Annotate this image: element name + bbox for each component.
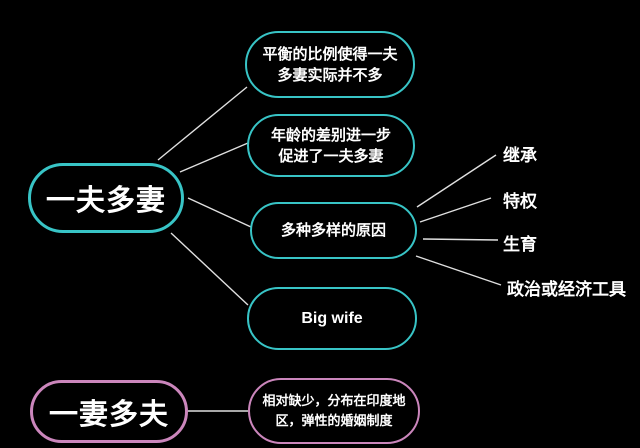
polyandry-root-label: 一妻多夫 <box>48 398 169 431</box>
branch-age-difference-line2: 促进了一夫多妻 <box>278 147 384 165</box>
connector-reasons-fertility <box>422 238 499 241</box>
branch-polyandry-description-line1: 相对缺少，分布在印度地 <box>262 393 406 408</box>
polygyny-root-node[interactable]: 一夫多妻 <box>28 163 184 233</box>
connector-reasons-political <box>415 255 502 286</box>
connector-polygyny-age <box>179 142 249 173</box>
branch-various-reasons-label: 多种多样的原因 <box>280 222 386 239</box>
branch-big-wife[interactable]: Big wife <box>247 287 417 350</box>
reason-label-privilege[interactable]: 特权 <box>503 192 537 211</box>
polyandry-root-node[interactable]: 一妻多夫 <box>30 380 188 443</box>
reason-label-fertility[interactable]: 生育 <box>503 235 537 254</box>
connector-polygyny-reasons <box>187 197 252 228</box>
connector-polygyny-balance <box>157 86 248 161</box>
polygyny-root-label: 一夫多妻 <box>45 185 166 217</box>
reason-label-inheritance[interactable]: 继承 <box>503 146 537 165</box>
branch-age-difference[interactable]: 年龄的差别进一步 促进了一夫多妻 <box>247 114 415 177</box>
branch-age-difference-line1: 年龄的差别进一步 <box>270 126 391 144</box>
connector-polygyny-bigwife <box>170 232 249 306</box>
branch-balanced-ratio-line1: 平衡的比例使得一夫 <box>262 45 398 63</box>
branch-big-wife-label: Big wife <box>301 310 363 327</box>
reason-label-political-economic-tool[interactable]: 政治或经济工具 <box>507 280 626 299</box>
branch-various-reasons[interactable]: 多种多样的原因 <box>250 202 417 259</box>
connector-reasons-inheritance <box>416 154 497 208</box>
branch-polyandry-description-line2: 区，弹性的婚姻制度 <box>275 413 393 428</box>
connector-reasons-privilege <box>419 197 492 223</box>
branch-balanced-ratio[interactable]: 平衡的比例使得一夫 多妻实际并不多 <box>245 31 415 98</box>
branch-polyandry-description[interactable]: 相对缺少，分布在印度地 区，弹性的婚姻制度 <box>248 378 420 444</box>
branch-balanced-ratio-line2: 多妻实际并不多 <box>277 66 383 84</box>
